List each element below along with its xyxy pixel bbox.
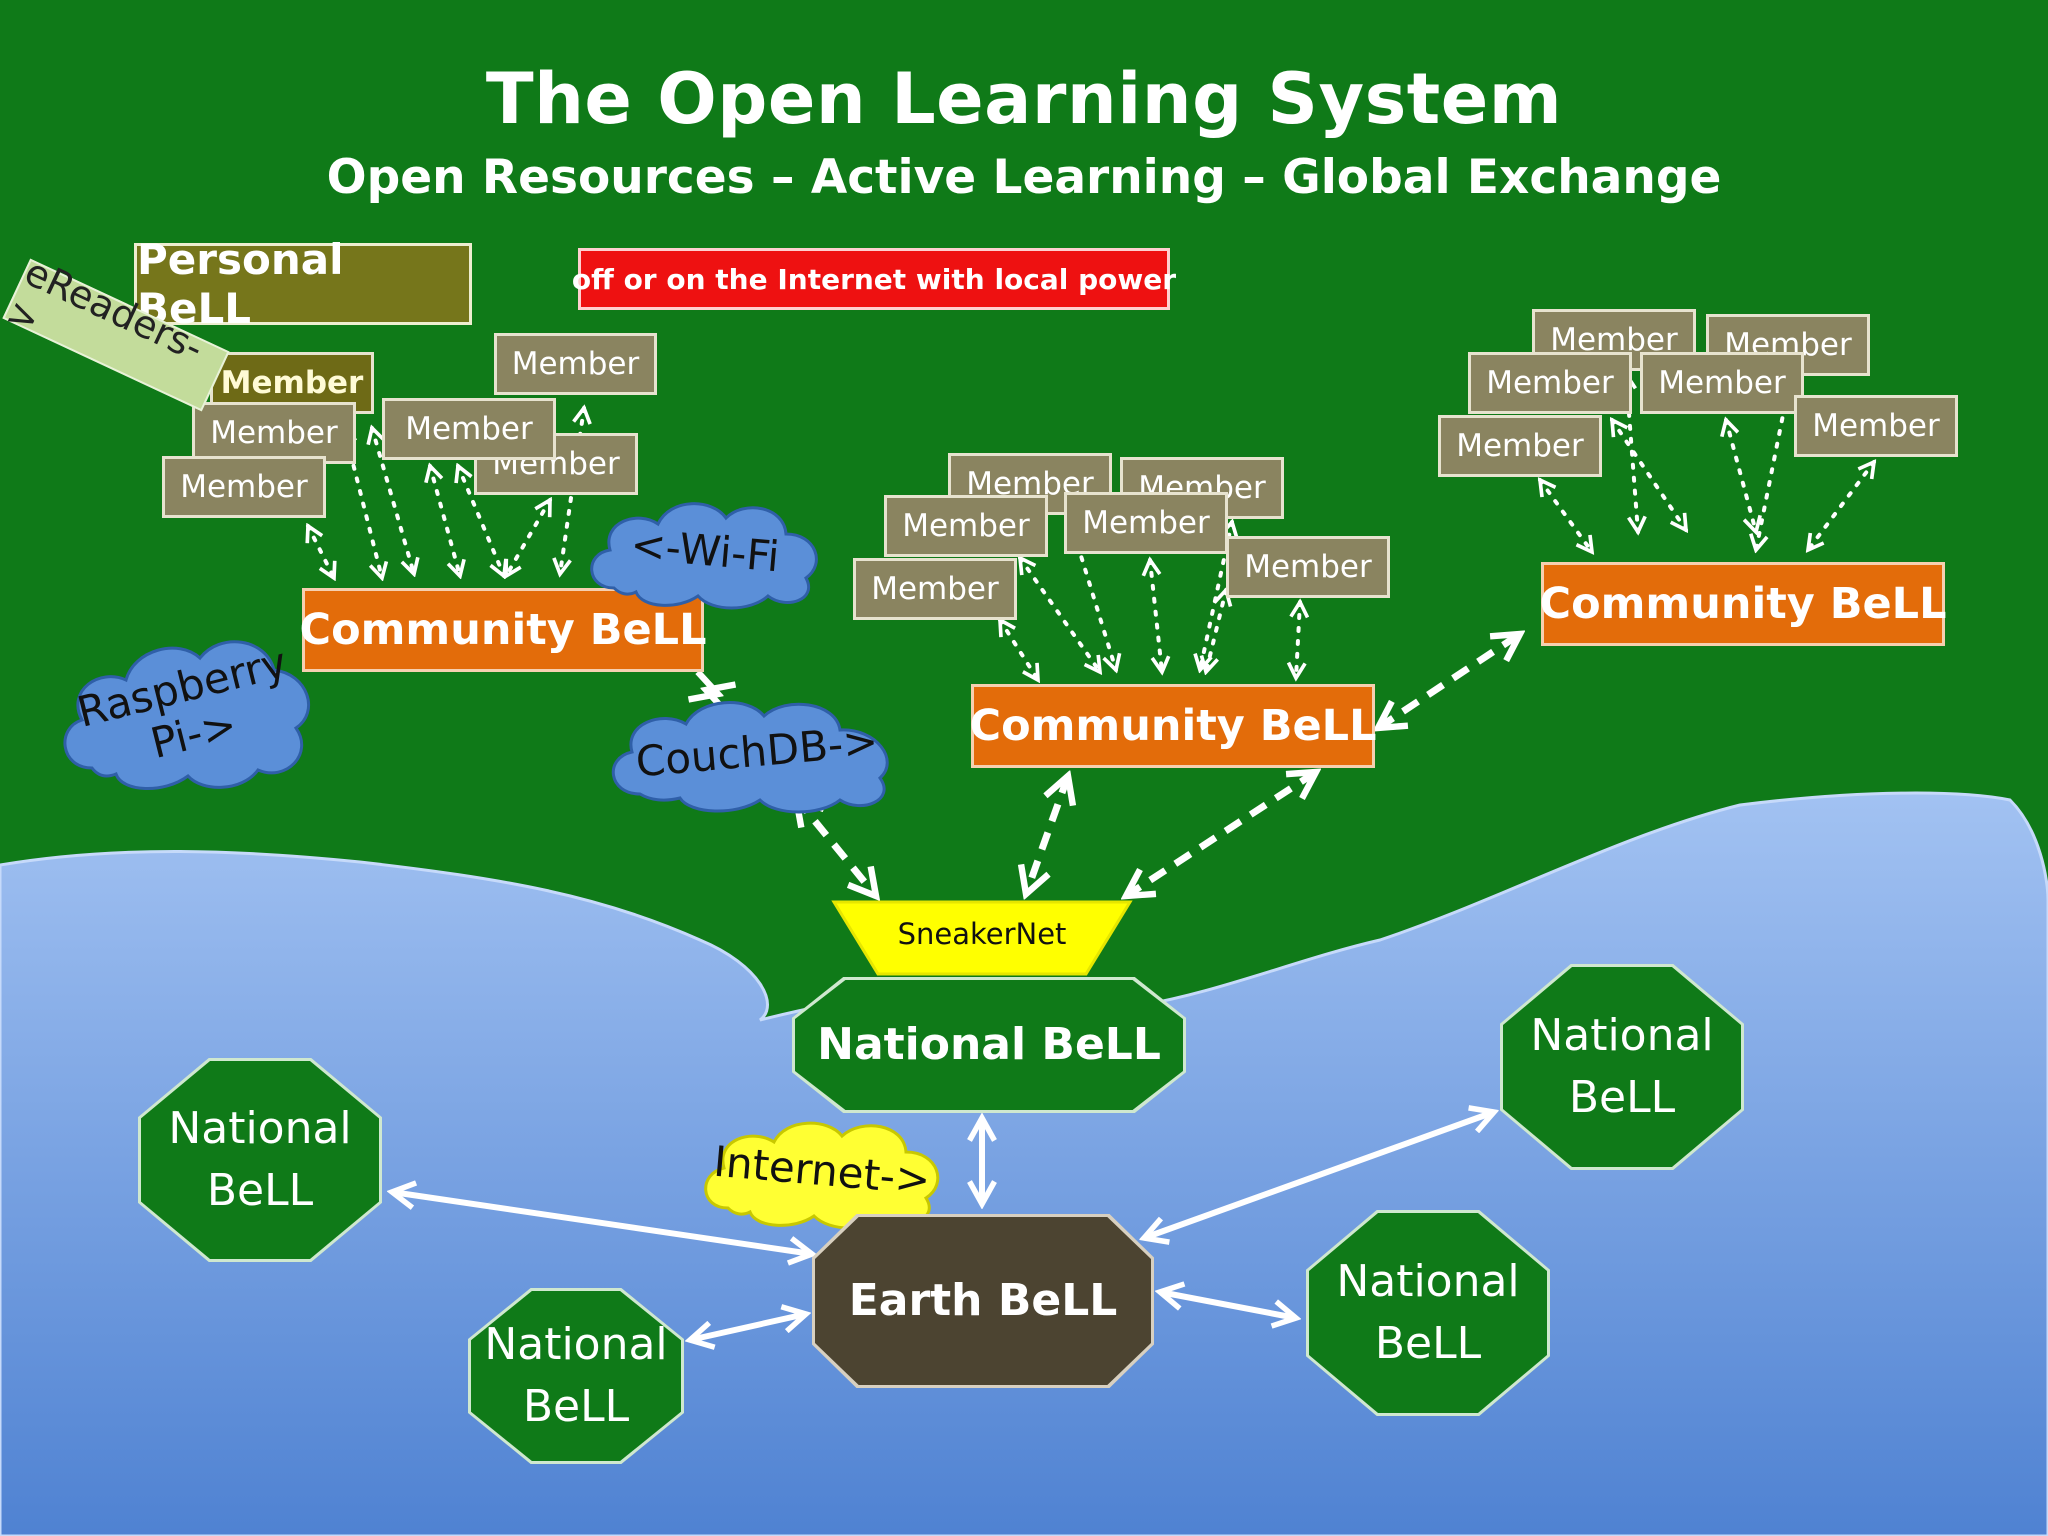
offline-power-badge: off or on the Internet with local power [572,248,1176,310]
internet-cloud: Internet-> [694,1112,950,1230]
member-box: Member [382,398,556,460]
dashed-double-arrow [706,690,718,694]
sneakernet-funnel [831,900,1133,976]
national-line1: National [1530,1010,1714,1062]
national-line1: National [168,1103,352,1155]
dashed-double-arrow [796,798,876,896]
national-line1: National [484,1319,668,1371]
dotted-double-arrow [308,526,334,578]
solid-double-arrow [392,1192,812,1254]
national-bell-southeast: National BeLL [1306,1210,1550,1416]
cloud-icon [704,1121,940,1230]
dotted-double-arrow [1000,620,1038,680]
member-box: Member [1640,352,1804,414]
national-line2: BeLL [1374,1318,1482,1369]
member-box: Member [1064,492,1228,554]
dashed-double-arrow [1126,772,1316,896]
national-bell-main: National BeLL [792,977,1186,1113]
dotted-double-arrow [1612,420,1686,530]
dashed-double-arrow [1026,776,1068,894]
wifi-cloud-label: <-Wi-Fi [628,519,782,582]
solid-double-arrow [1160,1292,1296,1318]
dotted-double-arrow [372,428,414,574]
dashed-double-arrow [1378,634,1520,728]
national-line1: National [1336,1256,1520,1308]
member-box: Member [1468,352,1632,414]
sneakernet-label: SneakerNet [897,917,1067,951]
national-line2: BeLL [206,1165,314,1216]
cloud-icon [590,502,818,610]
page-subtitle: Open Resources – Active Learning – Globa… [326,150,1722,205]
couchdb-cloud: CouchDB-> [600,690,914,814]
earth-bell: Earth BeLL [812,1214,1154,1388]
member-box: Member [192,402,356,464]
national-line2: BeLL [1568,1072,1676,1123]
wifi-cloud: <-Wi-Fi [580,492,830,610]
dotted-double-arrow [1020,558,1100,672]
member-box: Member [1438,415,1602,477]
member-box: Member [494,333,657,395]
page-title: The Open Learning System [485,58,1563,140]
national-bell-main-label: National BeLL [817,1019,1161,1071]
national-bell-west: National BeLL [138,1058,382,1262]
personal-bell-box: Personal BeLL [134,235,472,333]
solid-double-arrow [690,1314,806,1340]
dotted-double-arrow [1808,462,1874,550]
dotted-double-arrow [430,466,460,576]
earth-bell-label: Earth BeLL [848,1275,1118,1327]
national-line2: BeLL [522,1381,630,1432]
dashed-arrows [706,634,1520,896]
community-bell-right: Community BeLL [1540,562,1946,646]
national-bell-east: National BeLL [1500,964,1744,1170]
member-box: Member [853,558,1017,620]
dotted-double-arrow [1150,560,1162,672]
cloud-icon [63,640,311,790]
community-bell-left: Community BeLL [300,588,706,672]
cloud-icon [612,701,889,814]
member-box: Member [162,456,326,518]
dotted-double-arrow [1540,480,1592,552]
solid-double-arrow [1144,1112,1494,1238]
member-box: Member [1226,536,1390,598]
member-box: Member [1794,395,1958,457]
community-bell-middle: Community BeLL [970,684,1376,768]
dotted-double-arrow [1296,602,1300,678]
dotted-double-arrow [504,500,552,576]
national-bell-southwest: National BeLL [468,1288,684,1464]
solid-arrows [392,1112,1494,1340]
dotted-double-arrow [1726,420,1756,532]
member-box: Member [884,495,1048,557]
raspberry-pi-cloud: Raspberry Pi-> [52,628,324,794]
